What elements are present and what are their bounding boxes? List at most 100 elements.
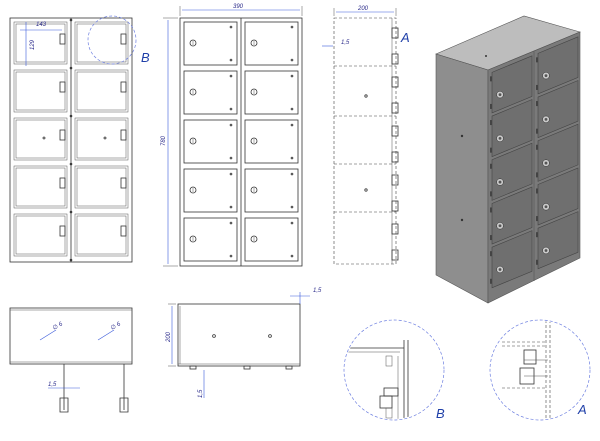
- iso-hinge: [490, 163, 492, 169]
- hinge-icon: [391, 27, 399, 39]
- iso-lock-core: [544, 205, 548, 209]
- iso-locker-door: [537, 80, 579, 139]
- iso-lock-core: [498, 224, 502, 228]
- lock-icon: [250, 88, 258, 96]
- locker-door: [244, 168, 299, 213]
- front-view-frame: 143 129 B: [9, 15, 150, 263]
- locker-door: [183, 21, 238, 66]
- dim-gap-bottom-mid: 1,5: [198, 389, 204, 398]
- iso-lock-core: [544, 117, 548, 121]
- door-vent: [290, 58, 294, 62]
- front-view-doors: 390 780: [161, 4, 303, 267]
- dim-gap-top: 1,5: [313, 288, 322, 294]
- door-vent: [229, 254, 233, 258]
- iso-lock-core: [544, 249, 548, 252]
- locker-door: [244, 119, 299, 164]
- door-vent: [290, 254, 294, 258]
- lock-icon: [189, 39, 197, 47]
- detail-b: B: [343, 319, 445, 421]
- side-hole-2: [364, 188, 368, 192]
- locker-door: [183, 217, 238, 262]
- hinge-icon: [391, 223, 399, 235]
- compartment-opening: [13, 117, 68, 161]
- door-vent: [229, 172, 233, 176]
- locker-door: [183, 70, 238, 115]
- lock-icon: [189, 137, 197, 145]
- iso-hinge: [490, 251, 492, 257]
- frame-rivet: [69, 66, 73, 70]
- dim-compartment-height: 129: [30, 39, 36, 50]
- iso-locker-door: [537, 123, 579, 182]
- iso-hinge: [490, 76, 492, 82]
- compartment-inner: [15, 215, 66, 255]
- iso-hinge: [536, 128, 538, 134]
- iso-locker-door: [537, 167, 579, 226]
- iso-locker-door: [491, 186, 533, 245]
- dim-side-depth: 200: [357, 6, 369, 12]
- callout-label-b: B: [141, 50, 150, 65]
- iso-lock-core: [544, 161, 548, 165]
- hinge-icon: [391, 76, 399, 88]
- iso-hinge: [536, 232, 538, 238]
- hinge-icon: [391, 174, 399, 186]
- compartment-inner: [15, 167, 66, 207]
- frame-rivet: [69, 258, 73, 262]
- door-vent: [290, 123, 294, 127]
- compartment-inner: [76, 23, 127, 63]
- iso-lock-core: [544, 74, 548, 78]
- door-vent: [229, 107, 233, 111]
- iso-lock-core: [498, 136, 502, 140]
- lock-icon: [189, 88, 197, 96]
- compartment-opening: [74, 165, 129, 209]
- door-vent: [229, 156, 233, 160]
- compartment-inner: [76, 167, 127, 207]
- frame-rivet: [69, 18, 73, 22]
- compartment-inner: [15, 71, 66, 111]
- lock-icon: [250, 186, 258, 194]
- callout-circle-b: [87, 15, 137, 65]
- door-vent: [290, 172, 294, 176]
- frame-rivet: [69, 162, 73, 166]
- hinge-icon: [120, 81, 127, 93]
- hinge-icon: [391, 102, 399, 114]
- compartment-opening: [74, 213, 129, 257]
- door-vent: [290, 107, 294, 111]
- door-vent: [290, 205, 294, 209]
- lock-icon: [250, 137, 258, 145]
- compartment-inner: [76, 71, 127, 111]
- iso-hinge: [490, 103, 492, 109]
- iso-hinge: [536, 216, 538, 222]
- hinge-icon: [59, 225, 66, 237]
- bottom-view: 200 1,5 1,5: [166, 288, 322, 398]
- door-vent: [229, 221, 233, 225]
- dim-gap-side: 1,5: [341, 40, 350, 46]
- door-vent: [290, 25, 294, 29]
- compartment-inner: [15, 119, 66, 159]
- lock-icon: [189, 235, 197, 243]
- frame-rivet: [69, 210, 73, 214]
- iso-hinge: [536, 84, 538, 90]
- hinge-icon: [120, 225, 127, 237]
- lock-icon: [250, 39, 258, 47]
- hinge-icon: [391, 200, 399, 212]
- hinge-icon: [59, 33, 66, 45]
- iso-hinge: [536, 188, 538, 194]
- iso-hinge: [490, 278, 492, 284]
- door-vent: [229, 58, 233, 62]
- lock-icon: [189, 186, 197, 194]
- hinge-icon: [120, 177, 127, 189]
- dim-height: 780: [161, 135, 167, 146]
- iso-lock-core: [498, 268, 502, 271]
- isometric-cabinet: [435, 15, 581, 304]
- compartment-opening: [13, 21, 68, 65]
- hinge-icon: [391, 53, 399, 65]
- locker-door: [183, 119, 238, 164]
- compartment-opening: [13, 213, 68, 257]
- detail-label-b: B: [436, 406, 445, 421]
- iso-lock-core: [498, 180, 502, 184]
- iso-hinge: [536, 57, 538, 63]
- iso-locker-door: [491, 230, 533, 289]
- iso-hinge: [536, 172, 538, 178]
- locker-door: [244, 217, 299, 262]
